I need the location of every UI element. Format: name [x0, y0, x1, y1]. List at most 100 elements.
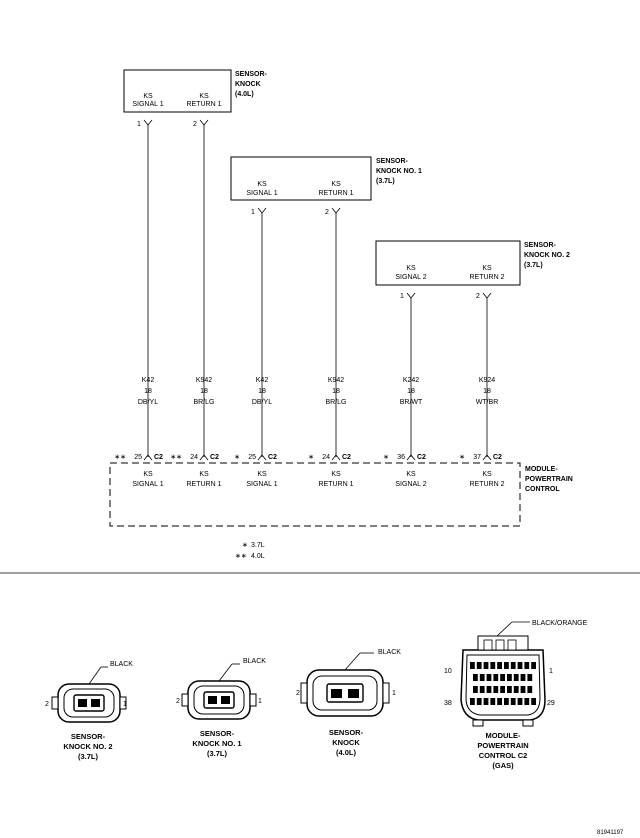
sn1-title-2: KNOCK NO. 1	[376, 168, 422, 175]
pcm-cavity-35	[510, 698, 516, 705]
conn2-title-2: KNOCK NO. 1	[192, 739, 241, 748]
legend-1-text: 3.7L	[251, 542, 265, 549]
pcm-cavity-21	[479, 686, 485, 693]
conn4-pin-label-1: 1	[549, 668, 553, 675]
s40-pin2-label-1: KS	[199, 93, 209, 100]
pcm-pin-4-number: 24	[322, 454, 330, 461]
conn4-title-2: POWERTRAIN	[477, 741, 528, 750]
sn2-title-2: KNOCK NO. 2	[524, 252, 570, 259]
conn4-pin-label-10: 10	[444, 668, 452, 675]
pcm-cavity-25	[507, 686, 512, 693]
figure-id: 81941197	[597, 830, 624, 836]
sn2-title-1: SENSOR-	[524, 242, 557, 249]
pcm-terminal-6	[482, 454, 492, 461]
sensor-terminal-5	[406, 292, 416, 299]
wire-2-gauge: 18	[200, 388, 208, 395]
conn3-title-2: KNOCK	[332, 738, 360, 747]
pcm-cavity-14	[493, 674, 499, 681]
pcm-pin-2-label-1: KS	[199, 471, 209, 478]
wire-6-color: WT/BR	[476, 399, 499, 406]
sn1-pin2-label-2: RETURN 1	[318, 190, 353, 197]
wire-1-circuit: K42	[142, 377, 155, 384]
conn4-pin-label-29: 29	[547, 700, 555, 707]
conn1-title-2: KNOCK NO. 2	[63, 742, 112, 751]
pcm-terminal-5	[406, 454, 416, 461]
pcm-pin-2-conn: C2	[210, 454, 219, 461]
pcm-cavity-37	[524, 698, 530, 705]
pcm-pin-3-mark: ∗	[234, 454, 240, 461]
s40-title-3: (4.0L)	[235, 91, 254, 98]
sn1-pin2-number: 2	[325, 209, 329, 216]
wire-2-color: BR/LG	[193, 399, 214, 406]
sn2-pin1-label-1: KS	[406, 265, 416, 272]
pcm-cavity-20	[473, 686, 478, 693]
pcm-pin-6-conn: C2	[493, 454, 502, 461]
sensor-knock-no2-box: KS SIGNAL 2 KS RETURN 2	[375, 240, 521, 286]
pcm-pin-1-conn: C2	[154, 454, 163, 461]
wire-6-circuit: K924	[479, 377, 495, 384]
pcm-pin-2-label-2: RETURN 1	[186, 481, 221, 488]
wire-6-gauge: 18	[483, 388, 491, 395]
conn2-left-pin: 2	[176, 698, 180, 705]
conn3-right-pin: 1	[392, 690, 396, 697]
pcm-cavity-11	[473, 674, 478, 681]
s40-pin1-label-1: KS	[143, 93, 153, 100]
conn4-pin-label-38: 38	[444, 700, 452, 707]
legend-2-text: 4.0L	[251, 553, 265, 560]
pcm-pin-5-number: 36	[397, 454, 405, 461]
sensor-terminal-1	[143, 119, 153, 126]
s40-pin2-label-2: RETURN 1	[186, 101, 221, 108]
conn3-title-3: (4.0L)	[336, 748, 357, 757]
pcm-cavity-36	[517, 698, 523, 705]
pcm-cavity-33	[497, 698, 502, 705]
pcm-pin-4-label-2: RETURN 1	[318, 481, 353, 488]
pcm-cavity-10	[531, 662, 536, 669]
wire-1-gauge: 18	[144, 388, 152, 395]
sensor-knock-no1-box: KS SIGNAL 1 KS RETURN 1	[230, 156, 372, 201]
pcm-pin-3-label-1: KS	[257, 471, 267, 478]
pcm-terminal-3	[257, 454, 267, 461]
pcm-cavity-24	[500, 686, 505, 693]
conn4-title-1: MODULE-	[486, 731, 521, 740]
pcm-cavity-5	[497, 662, 502, 669]
sn1-pin2-label-1: KS	[331, 181, 341, 188]
conn3-left-pin: 2	[296, 690, 300, 697]
conn4-title-4: (GAS)	[492, 761, 514, 770]
pcm-terminal-4	[331, 454, 341, 461]
sn1-title-1: SENSOR-	[376, 158, 409, 165]
legend-2-mark: ∗∗	[235, 553, 247, 560]
pcm-pin-3-number: 25	[248, 454, 256, 461]
connector-pcm-c2	[460, 621, 546, 727]
pcm-pin-6-mark: ∗	[459, 454, 465, 461]
s40-pin1-number: 1	[137, 121, 141, 128]
sn1-pin1-label-2: SIGNAL 1	[246, 190, 277, 197]
pcm-title-1: MODULE-	[525, 466, 558, 473]
sn1-pin1-label-1: KS	[257, 181, 267, 188]
pcm-cavity-31	[483, 698, 489, 705]
pcm-pin-1-mark: ∗∗	[114, 454, 126, 461]
conn2-title-1: SENSOR-	[200, 729, 235, 738]
pcm-cavity-26	[513, 686, 519, 693]
pcm-terminal-2	[199, 454, 209, 461]
wire-4-gauge: 18	[332, 388, 340, 395]
sn2-pin1-number: 1	[400, 293, 404, 300]
connector-knock-no1	[181, 663, 257, 720]
pcm-cavity-34	[504, 698, 509, 705]
sensor-terminal-6	[482, 292, 492, 299]
legend-1-mark: ∗	[242, 542, 248, 549]
wire-3-color: DB/YL	[252, 399, 272, 406]
pcm-cavity-3	[483, 662, 489, 669]
pcm-cavity-38	[531, 698, 536, 705]
wire-3-gauge: 18	[258, 388, 266, 395]
pcm-cavity-8	[517, 662, 523, 669]
wire-1-color: DB/YL	[138, 399, 158, 406]
wire-5-circuit: K242	[403, 377, 419, 384]
pcm-cavity-1	[470, 662, 475, 669]
pcm-cavity-7	[510, 662, 516, 669]
pcm-cavity-27	[520, 686, 526, 693]
pcm-cavity-16	[507, 674, 512, 681]
conn1-right-pin: 1	[123, 701, 127, 708]
sn1-title-3: (3.7L)	[376, 178, 395, 185]
pcm-cavity-2	[476, 662, 482, 669]
